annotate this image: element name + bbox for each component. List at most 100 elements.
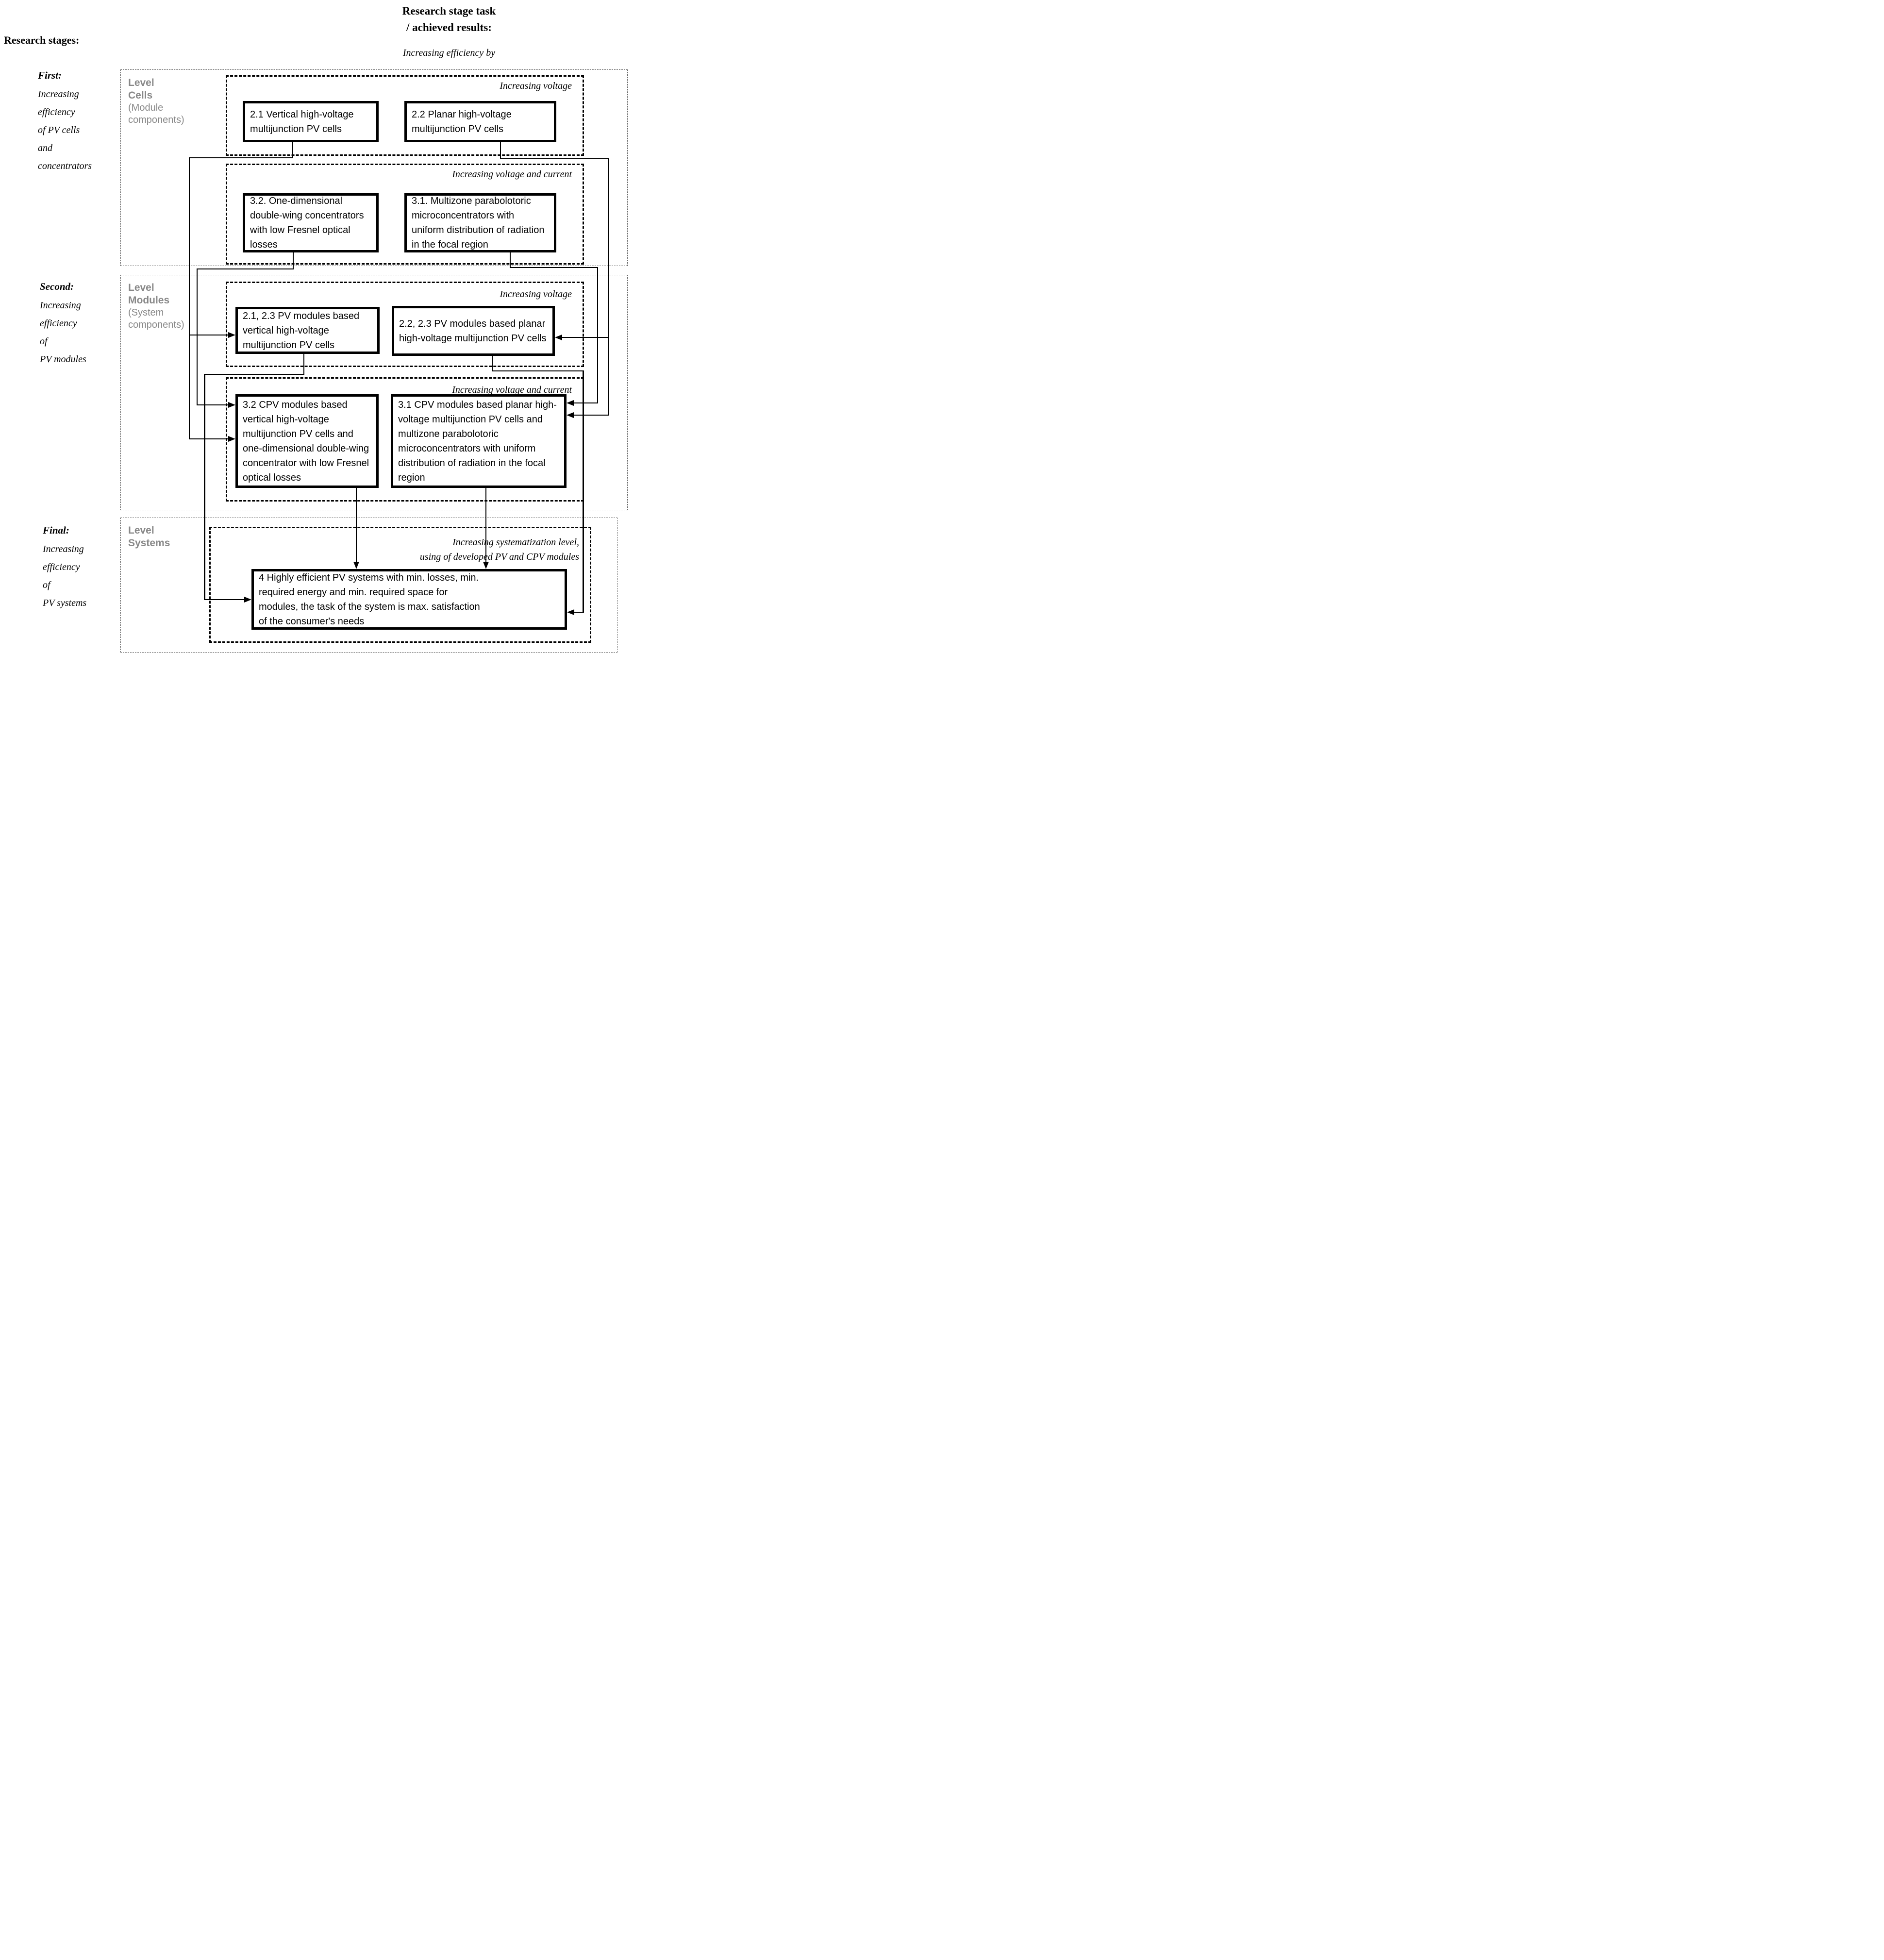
group-systems-increasing-systematization: Increasing systematization level, using …	[209, 527, 591, 643]
level-cells-box	[120, 69, 628, 266]
level-cells-label: Level Cells (Module components)	[128, 77, 184, 126]
connector-cell32-to-module32	[197, 404, 228, 405]
caption-systematization-line1: Increasing systematization level,	[452, 537, 579, 548]
connector-cell31-drop	[510, 252, 511, 268]
stage-final: Final: Increasing efficiency of PV syste…	[43, 524, 125, 612]
arrowhead-into-system4-top-right	[483, 562, 489, 569]
level-modules-box	[120, 275, 628, 510]
connector-cell21-trunk	[189, 157, 190, 439]
connector-cell21-drop	[292, 142, 293, 158]
box-cell-3-2: 3.2. One-dimensional double-wing concent…	[243, 193, 379, 252]
level-systems-box	[120, 518, 617, 653]
connector-cell31-to-module31	[574, 402, 598, 403]
level-cells-label-note: (Module components)	[128, 102, 184, 125]
stage-second-desc-line: efficiency	[40, 318, 77, 329]
level-cells-label-bold: Level Cells	[128, 77, 154, 101]
group-modules-increasing-voltage: Increasing voltage	[226, 282, 584, 367]
stage-second: Second: Increasing efficiency of PV modu…	[40, 281, 122, 369]
stage-first-name: First:	[38, 69, 62, 81]
stage-final-desc-line: Increasing	[43, 544, 84, 554]
level-systems-label-bold: Level Systems	[128, 525, 170, 549]
stage-final-desc-line: PV systems	[43, 598, 87, 608]
arrowhead-into-module21	[228, 332, 235, 338]
box-system-4-text: 4 Highly efficient PV systems with min. …	[259, 572, 480, 627]
arrowhead-into-module31-lower	[567, 412, 574, 418]
page-title: Research stages:	[4, 34, 80, 46]
connector-cell21-horizontal	[189, 157, 293, 158]
right-column-title-line2: / achieved results:	[406, 21, 492, 34]
level-modules-label: Level Modules (System components)	[128, 282, 184, 331]
arrowhead-into-module31-upper	[567, 400, 574, 406]
box-module-2-1-2-3-text: 2.1, 2.3 PV modules based vertical high-…	[243, 310, 360, 351]
box-module-3-1-text: 3.1 CPV modules based planar high-voltag…	[398, 399, 557, 483]
caption-increasing-voltage-current-modules: Increasing voltage and current	[452, 385, 572, 395]
arrowhead-into-module22	[555, 335, 562, 340]
group-cells-increasing-voltage-current: Increasing voltage and current	[226, 164, 584, 265]
connector-cell32-horizontal	[197, 268, 294, 269]
level-systems-label: Level Systems	[128, 524, 173, 550]
stage-first-desc-line: of PV cells	[38, 125, 80, 135]
connector-module21-to-system4	[204, 599, 244, 600]
connector-module31-to-system4	[485, 488, 486, 562]
right-column-title: Research stage task / achieved results:	[374, 3, 524, 36]
box-module-2-2-2-3-text: 2.2, 2.3 PV modules based planar high-vo…	[399, 318, 547, 344]
arrowhead-into-system4-left	[244, 597, 251, 603]
stage-second-desc-line: Increasing	[40, 300, 81, 311]
connector-cell31-horizontal	[510, 267, 598, 268]
caption-increasing-voltage-cells: Increasing voltage	[500, 81, 572, 91]
connector-cell22-horizontal	[500, 158, 609, 159]
stage-first-desc-line: concentrators	[38, 161, 92, 171]
stage-first-desc-line: efficiency	[38, 107, 75, 117]
arrowhead-into-system4-top-left	[353, 562, 359, 569]
connector-module21-trunk	[204, 374, 205, 600]
research-stages-diagram: Research stages: Research stage task / a…	[0, 0, 628, 653]
stage-first-desc-line: Increasing	[38, 89, 79, 100]
stage-second-name: Second:	[40, 281, 74, 292]
group-cells-increasing-voltage: Increasing voltage	[226, 75, 584, 156]
connector-cell22-trunk	[608, 158, 609, 416]
box-system-4: 4 Highly efficient PV systems with min. …	[251, 569, 567, 630]
caption-increasing-voltage-modules: Increasing voltage	[500, 289, 572, 300]
box-cell-2-2-text: 2.2 Planar high-voltage multijunction PV…	[412, 109, 512, 134]
connector-module22-to-system4	[574, 612, 584, 613]
connector-cell31-trunk	[597, 267, 598, 403]
box-cell-2-1: 2.1 Vertical high-voltage multijunction …	[243, 101, 379, 142]
connector-module22-trunk	[583, 370, 584, 613]
connector-module32-to-system4	[356, 488, 357, 562]
stage-first: First: Increasing efficiency of PV cells…	[38, 69, 120, 175]
stage-final-name: Final:	[43, 524, 69, 536]
caption-increasing-voltage-current-cells: Increasing voltage and current	[452, 169, 572, 180]
arrowhead-into-module32-upper	[228, 402, 235, 408]
box-cell-2-1-text: 2.1 Vertical high-voltage multijunction …	[250, 109, 354, 134]
level-modules-label-bold: Level Modules	[128, 282, 170, 306]
box-module-2-2-2-3: 2.2, 2.3 PV modules based planar high-vo…	[392, 306, 555, 356]
connector-cell21-to-module32	[189, 438, 229, 439]
stage-second-desc-line: PV modules	[40, 354, 86, 365]
arrowhead-into-system4-right	[567, 609, 574, 615]
connector-module21-drop	[303, 354, 304, 375]
connector-cell32-drop	[293, 252, 294, 269]
connector-cell32-trunk	[197, 268, 198, 405]
right-column-title-line1: Research stage task	[402, 5, 496, 17]
stage-final-desc-line: of	[43, 580, 50, 590]
connector-cell22-to-module31	[574, 415, 609, 416]
stage-second-desc-line: of	[40, 336, 48, 347]
caption-increasing-systematization: Increasing systematization level, using …	[420, 535, 579, 564]
box-cell-3-1: 3.1. Multizone parabolotoric microconcen…	[404, 193, 556, 252]
connector-module22-drop	[492, 356, 493, 371]
box-module-3-2-text: 3.2 CPV modules based vertical high-volt…	[243, 399, 369, 483]
stage-final-desc-line: efficiency	[43, 562, 80, 572]
box-cell-2-2: 2.2 Planar high-voltage multijunction PV…	[404, 101, 556, 142]
connector-cell22-to-module22	[562, 337, 609, 338]
stage-first-desc-line: and	[38, 143, 52, 153]
box-cell-3-2-text: 3.2. One-dimensional double-wing concent…	[250, 196, 364, 250]
arrowhead-into-module32-lower	[228, 436, 235, 442]
caption-systematization-line2: using of developed PV and CPV modules	[419, 552, 579, 562]
box-module-3-2: 3.2 CPV modules based vertical high-volt…	[235, 394, 379, 488]
level-modules-label-note: (System components)	[128, 307, 184, 330]
connector-module21-horizontal	[204, 374, 304, 375]
box-cell-3-1-text: 3.1. Multizone parabolotoric microconcen…	[412, 196, 545, 250]
connector-cell22-drop	[500, 142, 501, 158]
box-module-3-1: 3.1 CPV modules based planar high-voltag…	[391, 394, 567, 488]
right-column-subtitle: Increasing efficiency by	[402, 48, 496, 58]
